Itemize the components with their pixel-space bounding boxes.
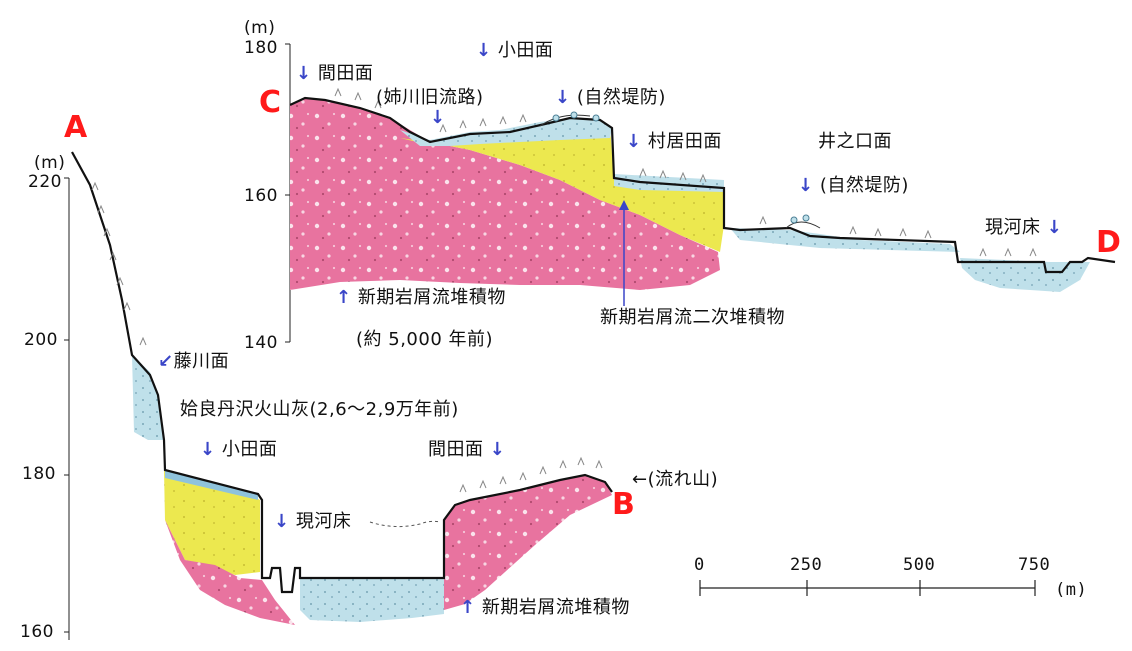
cd-tick-140: 140 [244, 333, 278, 353]
cd-current-bed-label: 現河床 ↓ [985, 218, 1062, 238]
fujikawa-label: ↙藤川面 [158, 352, 229, 372]
scale-bar-graphics [700, 580, 1035, 596]
cd-tick-180: 180 [244, 38, 278, 58]
ab-tick-200: 200 [24, 330, 58, 350]
cd-tick-160: 160 [244, 186, 278, 206]
point-c-label: C [259, 88, 281, 118]
scale-tick-250: 250 [790, 555, 822, 575]
murai-label: ↓ 村居田面 [626, 132, 722, 152]
down-arrow-icon: ↓ [476, 40, 492, 61]
up-arrow-icon: ↑ [336, 287, 352, 308]
old-channel-arrow: ↓ [430, 108, 446, 128]
ab-axis-unit: (m) [34, 153, 65, 173]
scale-tick-0: 0 [694, 555, 705, 575]
ab-valley-floor [300, 578, 444, 622]
ab-tick-160: 160 [20, 622, 54, 642]
point-a-label: A [64, 113, 87, 143]
levee1-label: ↓ (自然堤防) [555, 88, 666, 108]
ab-pink-right [444, 475, 612, 610]
nagare-label: ←(流れ山) [632, 470, 718, 490]
ab-new-debris-label: ↑ 新期岩屑流堆積物 [460, 598, 630, 618]
point-b-label: B [612, 490, 635, 520]
down-arrow-icon: ↓ [490, 439, 506, 460]
down-arrow-icon: ↓ [274, 511, 290, 532]
up-arrow-icon: ↑ [460, 597, 476, 618]
cd-axis-unit: (m) [244, 18, 275, 38]
cd-oda-label: ↓ 小田面 [476, 41, 553, 61]
old-channel-label: (姉川旧流路) [376, 88, 484, 108]
levee2-label: ↓ (自然堤防) [798, 176, 909, 196]
cd-age-label: (約 5,000 年前) [356, 330, 493, 350]
scale-tick-750: 750 [1018, 555, 1050, 575]
down-arrow-icon: ↓ [798, 175, 814, 196]
down-arrow-icon: ↓ [296, 63, 312, 84]
cd-mada-label: ↓ 間田面 [296, 64, 373, 84]
scale-unit: (m) [1055, 580, 1087, 600]
diag-arrow-icon: ↙ [158, 351, 174, 372]
cd-new-debris-label: ↑ 新期岩屑流堆積物 [336, 288, 506, 308]
ab-mada-label: 間田面 ↓ [428, 440, 505, 460]
ab-current-bed-label: ↓ 現河床 [274, 512, 351, 532]
inokuchi-label: 井之口面 [818, 132, 892, 152]
scale-tick-500: 500 [903, 555, 935, 575]
down-arrow-icon: ↓ [626, 131, 642, 152]
ab-tick-220: 220 [28, 172, 62, 192]
down-arrow-icon: ↓ [430, 107, 446, 128]
down-arrow-icon: ↓ [1047, 217, 1063, 238]
ab-tick-180: 180 [22, 464, 56, 484]
secondary-debris-label: 新期岩屑流二次堆積物 [600, 308, 785, 328]
point-d-label: D [1096, 228, 1121, 258]
secondary-pointer-arrow-icon [614, 198, 634, 308]
down-arrow-icon: ↓ [555, 87, 571, 108]
down-arrow-icon: ↓ [200, 439, 216, 460]
ab-oda-label: ↓ 小田面 [200, 440, 277, 460]
ash-label: 姶良丹沢火山灰(2,6〜2,9万年前) [180, 400, 459, 420]
